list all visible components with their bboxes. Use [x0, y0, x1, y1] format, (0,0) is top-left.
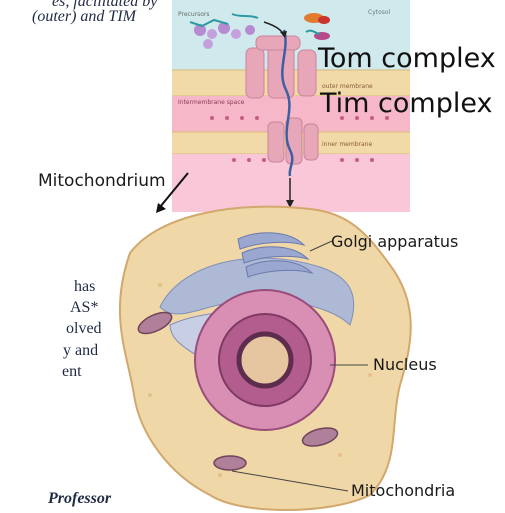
golgi-label: Golgi apparatus — [331, 232, 458, 251]
body-text-line-1: has — [74, 276, 95, 297]
caption-line-2: (outer) and TIM — [32, 9, 136, 24]
body-text-line-2: AS* — [70, 297, 98, 318]
mitochondrium-label: Mitochondrium — [38, 171, 166, 191]
mitochondria-label: Mitochondria — [351, 481, 455, 500]
nucleolus — [239, 334, 291, 386]
cytosol-label: Cytosol — [368, 9, 391, 16]
nucleus-label: Nucleus — [373, 355, 437, 374]
precursor-label: Precursors — [178, 11, 210, 18]
mitochondrion-bottom-left — [214, 456, 246, 470]
body-text-line-4: y and — [63, 340, 98, 361]
tom-complex-label: Tom complex — [318, 43, 496, 74]
body-text-line-5: ent — [62, 361, 82, 382]
tim-complex-label: Tim complex — [320, 88, 492, 119]
body-text-line-3: olved — [66, 318, 102, 339]
intermembrane-label: Intermembrane space — [178, 99, 245, 106]
inner-membrane-label: inner membrane — [322, 141, 372, 148]
